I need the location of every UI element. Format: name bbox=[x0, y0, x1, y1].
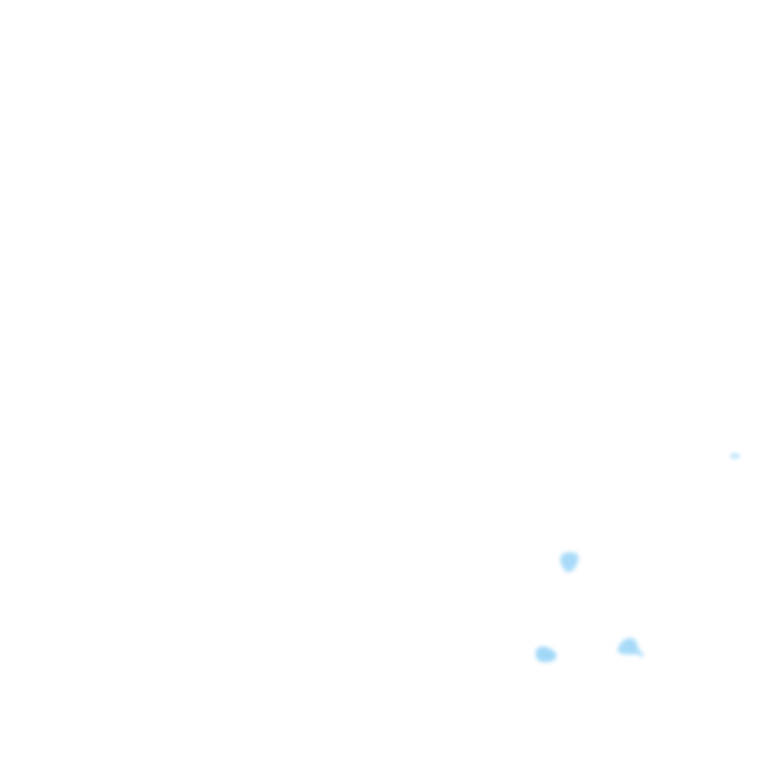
blue-splotch-lower-right-shape bbox=[617, 638, 644, 657]
blue-splotch-tiny bbox=[724, 446, 746, 466]
blue-splotch-lower-left-shape bbox=[535, 646, 557, 663]
blue-splotch-upper-shape bbox=[560, 552, 579, 572]
blue-splotch-upper bbox=[552, 546, 586, 580]
blue-splotch-tiny-shape bbox=[730, 452, 740, 460]
blue-splotch-lower-right bbox=[610, 630, 652, 666]
blue-splotch-lower-left bbox=[528, 640, 564, 670]
